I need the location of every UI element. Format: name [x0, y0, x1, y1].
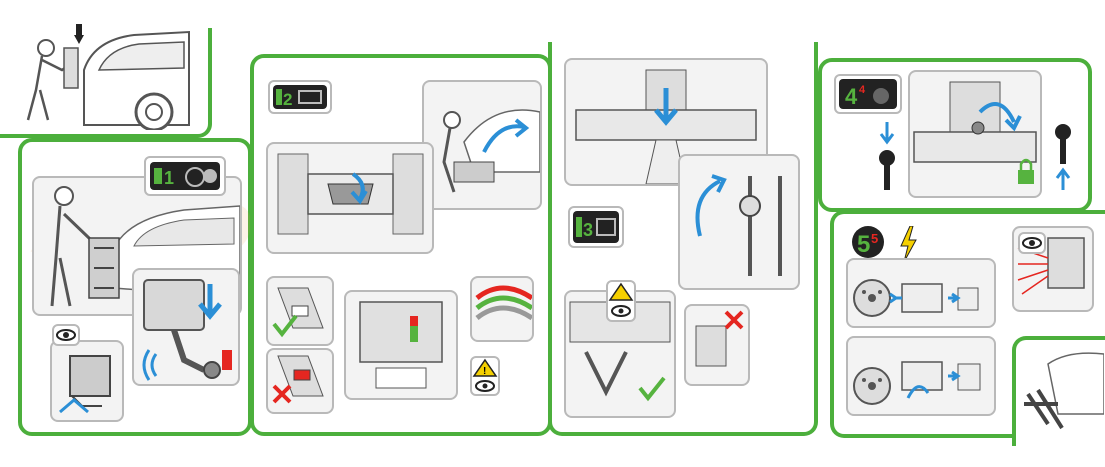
step4-lock-frame	[908, 70, 1042, 198]
lightning-icon	[900, 226, 917, 262]
step1-towball-frame	[132, 268, 240, 386]
eye-icon	[1018, 232, 1046, 254]
warning-icon	[608, 282, 634, 301]
warning-icon	[472, 358, 498, 377]
step5-number: 5	[857, 231, 870, 258]
check-icon	[638, 376, 666, 402]
arrow-down-icon	[879, 122, 895, 145]
step4-badge: 4 4	[834, 74, 902, 114]
step3-warning-badge	[606, 280, 636, 322]
arrow-down-icon	[198, 284, 222, 320]
step2-car-frame	[422, 80, 542, 210]
lock-icon	[1018, 158, 1034, 184]
step2-carrier-frame	[266, 142, 434, 254]
cross-icon	[724, 310, 744, 330]
step1-badge: 1	[144, 156, 226, 196]
step3-handle-frame	[678, 154, 800, 290]
step2-indicator-zoom	[470, 276, 534, 342]
key-icon	[1055, 124, 1071, 190]
step2-check-bad-frame	[266, 348, 334, 414]
next-step-illustration	[1024, 352, 1104, 430]
step3-wrong-frame	[684, 304, 750, 386]
step4-superscript: 4	[859, 84, 866, 96]
step5-plug-frame-bottom	[846, 336, 996, 416]
cross-icon	[272, 384, 292, 404]
step3-number: 3	[583, 220, 593, 240]
step2-check-ok-frame	[266, 276, 334, 346]
step2-indicator-frame	[344, 290, 458, 400]
step2-badge: 2	[268, 80, 332, 114]
eye-icon	[52, 324, 80, 346]
step1-number: 1	[164, 168, 174, 188]
rotate-arrow-icon	[978, 102, 1022, 132]
step2-number: 2	[283, 90, 292, 109]
step5-number-badge: 5 5	[852, 226, 884, 258]
rotate-arrow-icon	[482, 118, 530, 153]
arrow-up-icon	[1055, 167, 1071, 190]
step4-number: 4	[845, 84, 858, 109]
svg-text:!: !	[483, 366, 486, 377]
step2-warning-badge: !	[470, 356, 500, 396]
step5-superscript: 5	[871, 231, 878, 246]
step5-plug-frame-top	[846, 258, 996, 328]
key-icon	[879, 122, 895, 190]
step3-badge: 3	[568, 206, 624, 248]
intro-illustration	[26, 24, 190, 130]
step3-clamp-frame	[564, 290, 676, 418]
check-icon	[272, 314, 298, 338]
step1-detail-frame	[50, 340, 124, 422]
